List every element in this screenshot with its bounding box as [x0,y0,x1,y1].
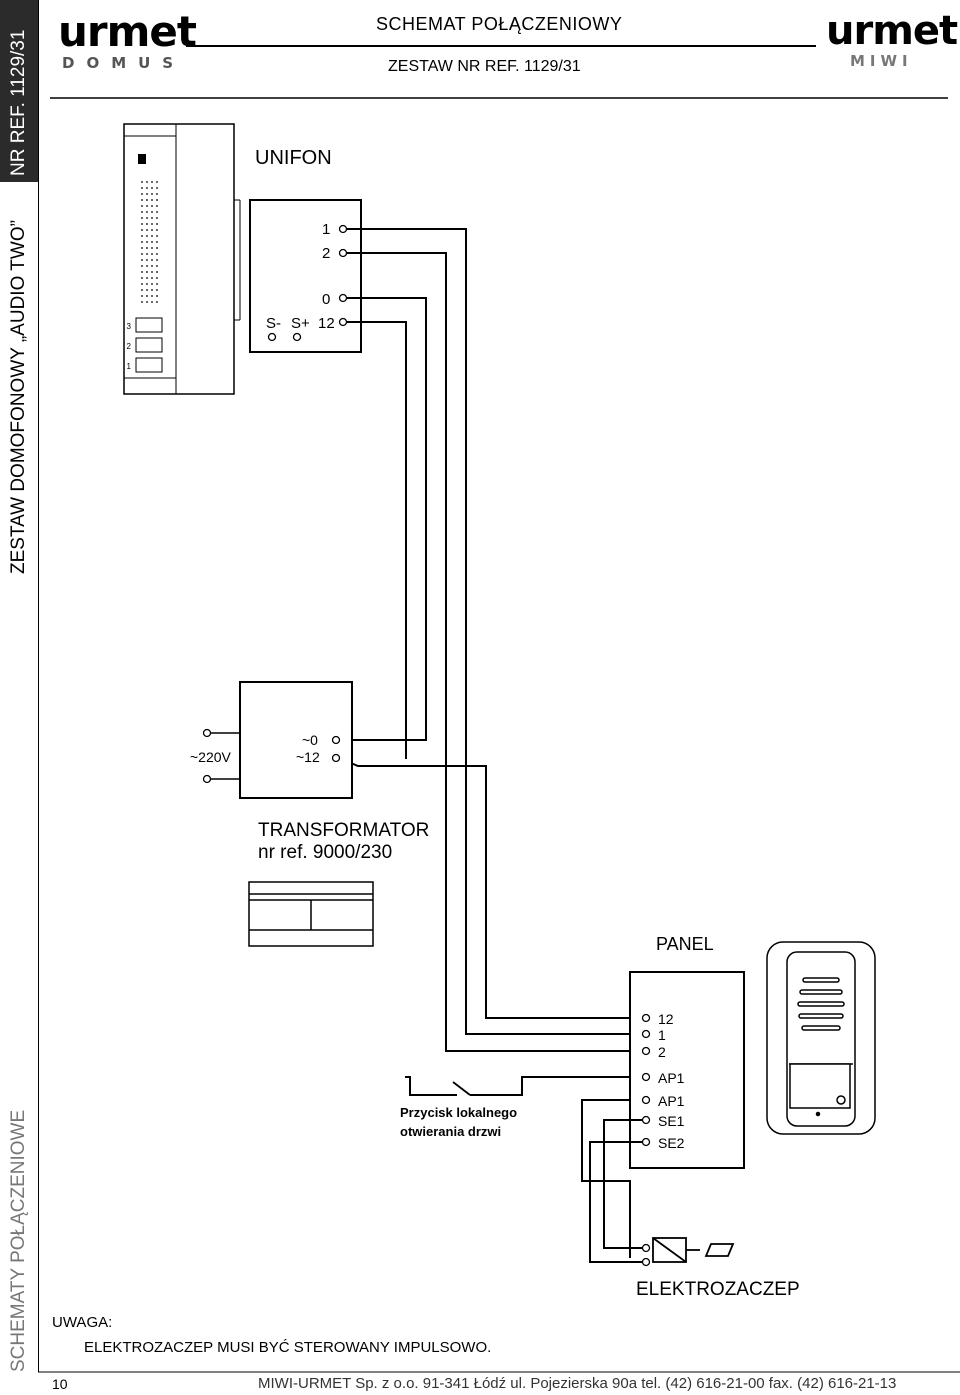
page-subtitle: ZESTAW NR REF. 1129/31 [388,58,581,75]
diagram-polyline [347,252,630,1052]
page-title: SCHEMAT POŁĄCZENIOWY [376,14,623,34]
push-button-label: Przycisk lokalnego [400,1105,517,1120]
unifon-speaker-label: S- [266,315,281,332]
handset-button-label: 3 [127,322,132,331]
diagram-polygon [704,1243,735,1257]
diagram-circle [641,1013,651,1023]
diagram-rect [138,154,146,164]
diagram-g [338,228,630,1052]
unifon-terminal-label: 2 [322,245,330,262]
unifon-terminal-label: 12 [318,315,335,332]
lock-label: ELEKTROZACZEP [636,1279,800,1300]
transformer-title: TRANSFORMATOR [258,820,429,841]
panel-terminal-label: AP1 [658,1093,685,1109]
diagram-polyline [470,1076,630,1096]
diagram-polyline [339,297,427,741]
diagram-polyline [405,1076,457,1096]
diagram-circle [641,1115,651,1125]
electric-lock-icon [652,1237,735,1263]
transformer-input-label: ~220V [190,749,232,765]
urmet-miwi-logo: urmet MIWI [826,8,958,70]
diagram-rect [629,971,745,1169]
unifon-speaker-label: S+ [291,315,310,332]
handset-button-label: 1 [127,362,132,371]
diagram-rect [135,337,163,353]
panel-terminal-label: 1 [658,1027,666,1043]
diagram-circle [331,753,341,763]
diagram-rect [135,357,163,373]
diagram-polyline [589,1141,646,1263]
diagram-circle [338,224,348,234]
transformer-output-label: ~12 [296,749,320,765]
footer-contact: MIWI-URMET Sp. z o.o. 91-341 Łódź ul. Po… [258,1375,897,1392]
panel-terminal-label: 12 [658,1011,674,1027]
note-text: ELEKTROZACZEP MUSI BYĆ STEROWANY IMPULSO… [84,1339,492,1356]
diagram-circle [815,1111,821,1117]
diagram-polyline [347,321,407,759]
diagram-circle [338,248,348,258]
diagram-circle [641,1095,651,1105]
din-transformer-icon [248,881,374,947]
page-number: 10 [52,1376,68,1392]
panel-terminal-label: 2 [658,1044,666,1060]
diagram-circle [292,332,302,342]
panel-title: PANEL [656,934,714,954]
diagram-polyline [347,228,630,1035]
diagram-circle [641,1257,651,1267]
unifon-terminal-label: 0 [322,291,330,308]
unifon-terminal-label: 1 [322,221,330,238]
transformer-output-label: ~0 [302,732,318,748]
diagram-circle [836,1095,846,1105]
diagram-polyline [581,1099,631,1258]
diagram-rect [802,977,840,983]
note-label: UWAGA: [52,1314,113,1331]
handset-icon [123,123,241,395]
diagram-circle [267,332,277,342]
diagram-line [652,1237,687,1263]
diagram-circle [202,774,212,784]
diagram-rect [799,989,843,995]
unifon-title: UNIFON [255,147,332,169]
diagram-circle [641,1046,651,1056]
diagram-circle [338,317,348,327]
diagram-circle [641,1243,651,1253]
push-button-label: otwierania drzwi [400,1124,501,1139]
diagram-g [405,1076,631,1258]
diagram-rect [798,1013,844,1019]
diagram-polyline [338,757,630,1019]
diagram-circle [331,735,341,745]
urmet-domus-logo: urmet DOMUS [58,7,197,73]
diagram-g [589,1119,646,1263]
diagram-rect [801,1025,841,1031]
diagram-circle [202,728,212,738]
sidebar-ref-block [0,0,38,182]
diagram-rect [135,317,163,333]
door-panel-icon [766,941,876,1135]
sidebar [0,0,39,1372]
diagram-circle [641,1029,651,1039]
panel-terminal-label: SE2 [658,1135,685,1151]
diagram-circle [641,1072,651,1082]
diagram-line [452,1081,471,1096]
panel-terminal-label: AP1 [658,1070,685,1086]
diagram-rect [140,180,160,304]
diagram-circle [641,1137,651,1147]
handset-button-label: 2 [127,342,132,351]
panel-terminal-label: SE1 [658,1113,685,1129]
diagram-g [641,1013,651,1147]
transformer-ref: nr ref. 9000/230 [258,842,392,863]
diagram-polyline [603,1119,646,1249]
diagram-circle [338,293,348,303]
diagram-rect [797,1001,845,1007]
